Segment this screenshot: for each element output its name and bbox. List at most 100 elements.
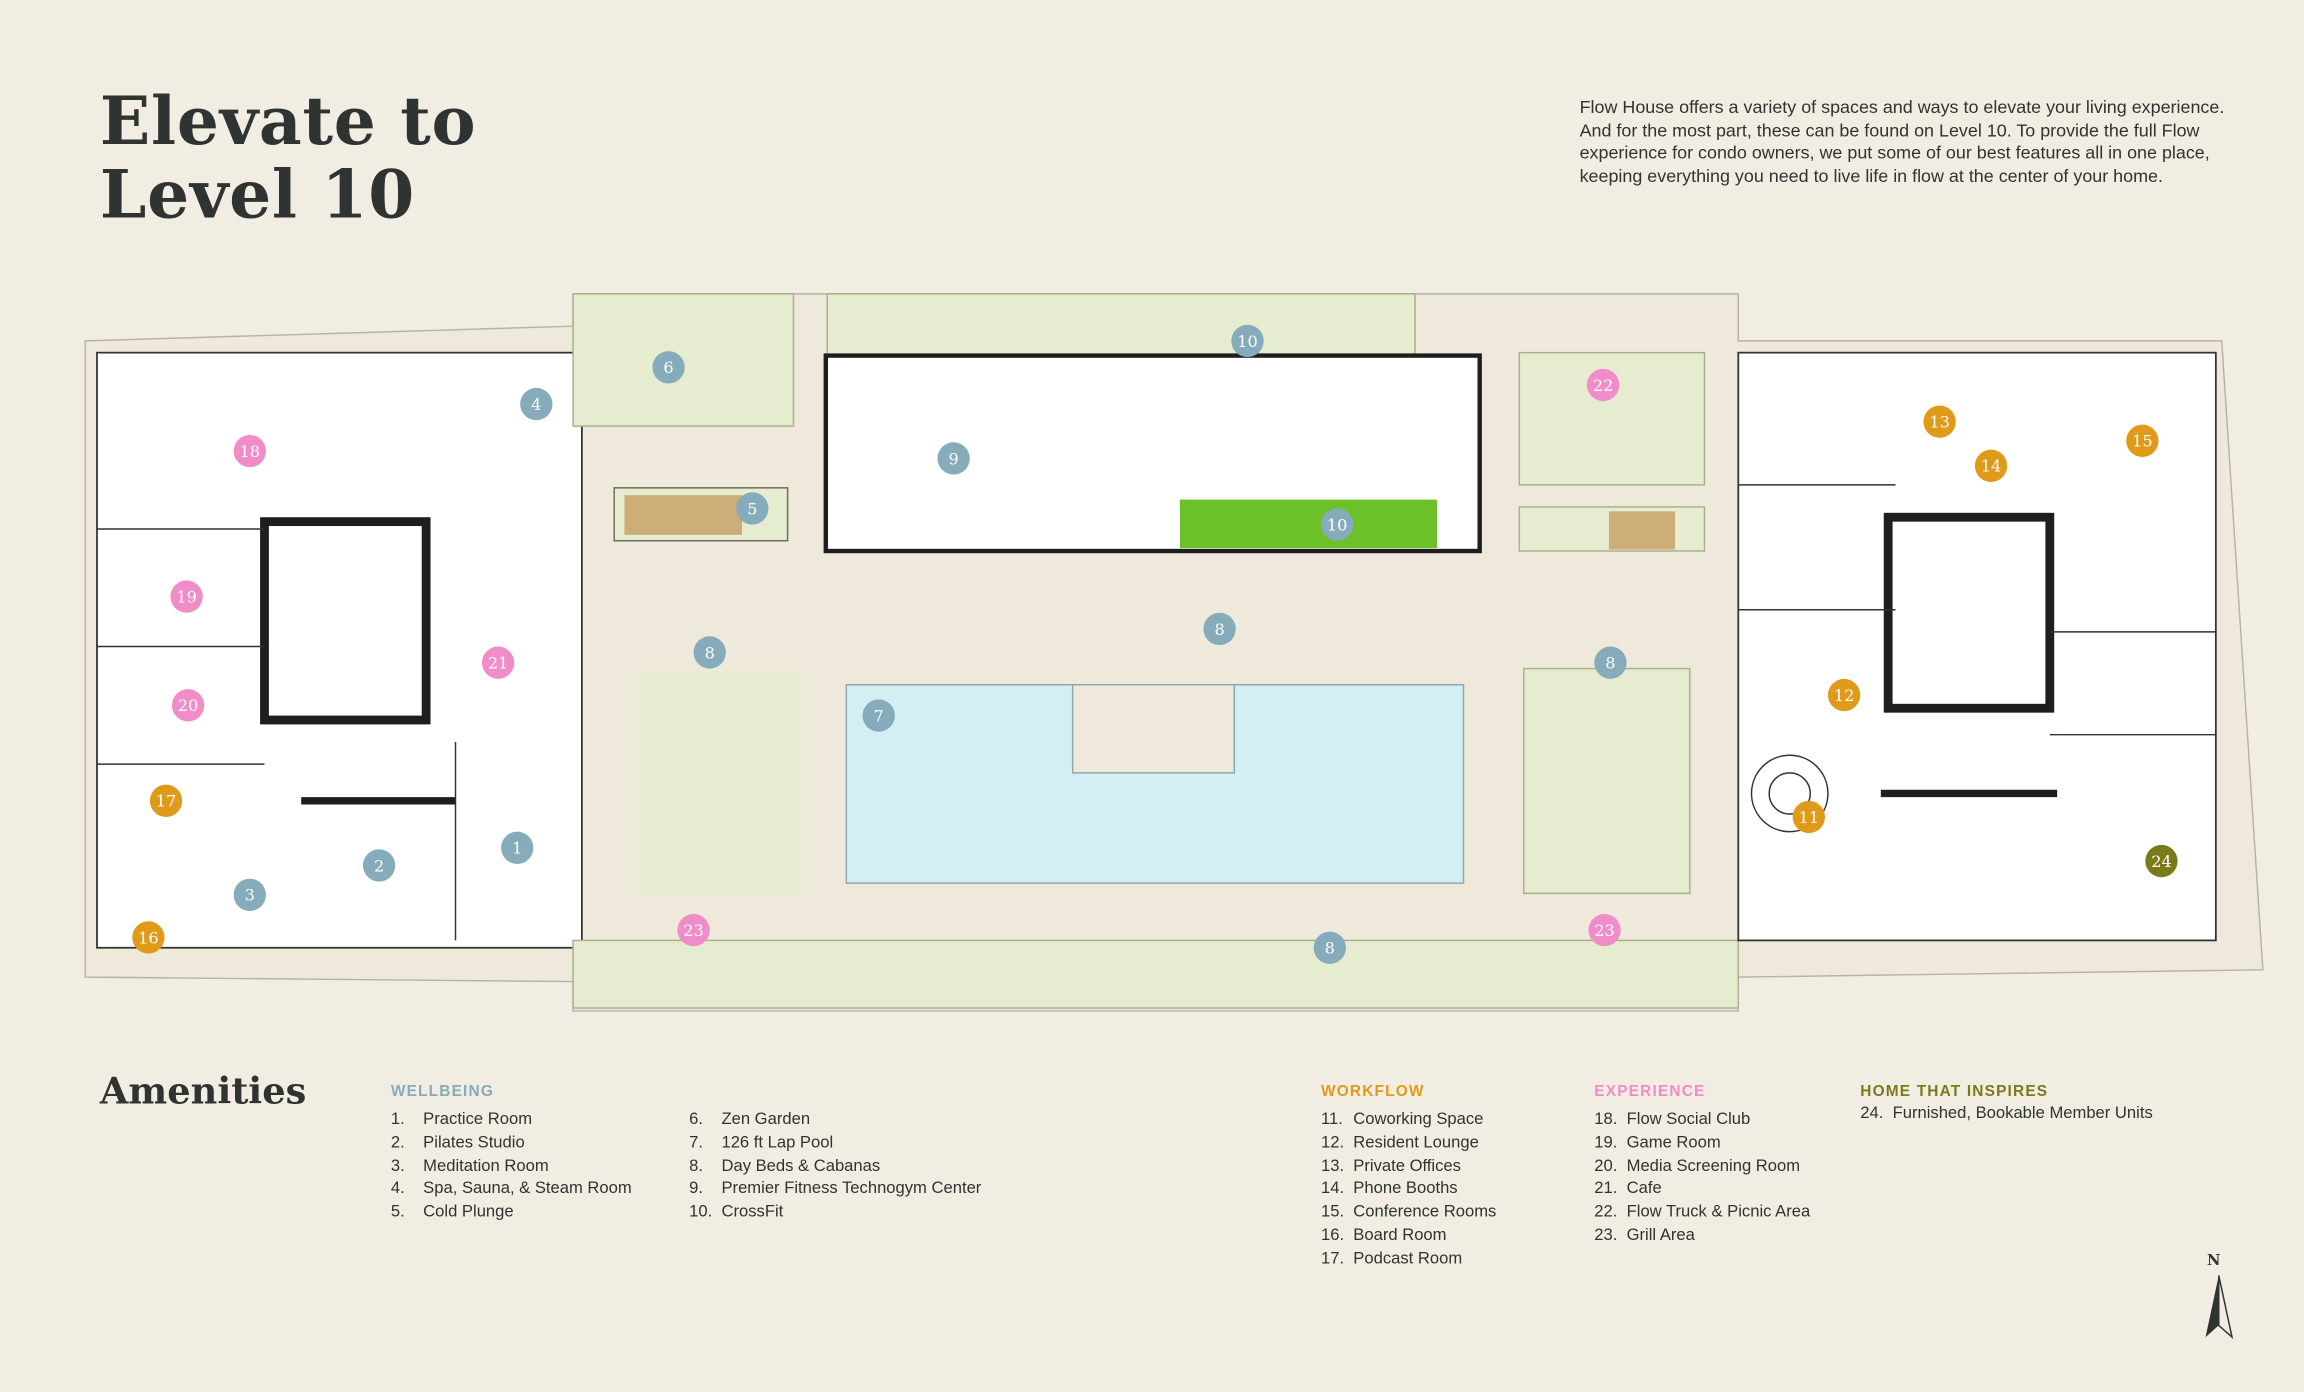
marker-6: 6 [652,351,685,384]
marker-label: 23 [683,921,704,940]
marker-label: 21 [488,654,509,673]
marker-label: 22 [1593,376,1614,395]
legend-item-number: 2. [390,1134,405,1152]
marker-label: 2 [374,856,384,875]
intro-description: Flow House offers a variety of spaces an… [1579,96,2225,187]
legend-item-label: Phone Booths [1353,1180,1458,1199]
marker-circle [1203,612,1236,646]
marker-label: 9 [948,449,958,468]
marker-17: 17 [149,784,183,817]
marker-label: 12 [1834,686,1855,705]
marker-9: 9 [937,442,970,475]
legend-item-label: 126 ft Lap Pool [721,1134,834,1152]
legend-item-label: Board Room [1353,1226,1447,1245]
title-line-2: Level 10 [99,155,416,234]
marker-15: 15 [2126,424,2159,457]
marker-label: 24 [2151,852,2172,871]
marker-label: 19 [176,587,197,606]
marker-label: 1 [512,839,522,858]
legend-item-label: Zen Garden [721,1110,811,1129]
marker-8: 8 [693,636,726,669]
legend-item-number: 11. [1320,1110,1343,1129]
marker-circle [937,442,970,475]
legend-item-number: 12. [1320,1134,1345,1152]
marker-label: 13 [1929,413,1950,432]
marker-label: 6 [663,358,673,377]
marker-20: 20 [171,689,205,722]
legend-item-number: 8. [689,1157,703,1175]
marker-circle [481,646,515,679]
marker-circle [736,492,769,525]
legend-item-label: Coworking Space [1353,1110,1484,1129]
legend-item-number: 13. [1320,1157,1345,1175]
marker-23: 23 [677,913,710,947]
page-title: Elevate to Level 10 [99,84,476,234]
marker-circle [693,636,726,669]
marker-label: 23 [1594,921,1615,940]
legend-item-label: Flow Truck & Picnic Area [1626,1203,1811,1222]
marker-label: 8 [1325,939,1335,958]
marker-21: 21 [481,646,515,679]
marker-circle [1320,508,1354,541]
marker-label: 7 [874,706,884,725]
legend-item-number: 10. [689,1203,713,1222]
amenities-heading: Amenities [99,1069,307,1113]
marker-label: 10 [1327,515,1348,534]
daybeds-west [634,668,804,897]
marker-10: 10 [1231,324,1264,358]
marker-circle [520,387,553,421]
legend-item-number: 1. [390,1110,405,1129]
marker-label: 15 [2132,432,2153,451]
marker-circle [862,699,895,732]
legend-item-number: 6. [689,1110,703,1129]
marker-circle [171,689,205,722]
marker-label: 11 [1799,808,1820,827]
legend-item-label: Pilates Studio [423,1134,525,1152]
marker-16: 16 [132,921,165,954]
marker-7: 7 [862,699,895,732]
marker-22: 22 [1586,368,1620,402]
marker-label: 8 [705,643,715,662]
marker-circle [1594,646,1627,679]
marker-circle [1313,931,1346,964]
legend-item-number: 16. [1320,1226,1345,1245]
marker-8: 8 [1594,646,1627,679]
category-heading-wellbeing: WELLBEING [390,1082,495,1101]
east-core [1883,512,2055,713]
marker-3: 3 [233,878,266,912]
zen-garden-area [572,293,795,427]
marker-8: 8 [1313,931,1346,964]
marker-circle [170,580,203,613]
legend-item-label: Furnished, Bookable Member Units [1892,1104,2153,1123]
category-heading-experience: EXPERIENCE [1594,1082,1706,1101]
legend-item-label: Premier Fitness Technogym Center [721,1180,982,1199]
legend-item-label: Cafe [1626,1180,1662,1199]
compass-label: N [2207,1253,2221,1270]
legend-item-label: Private Offices [1353,1157,1461,1175]
marker-circle [652,351,685,384]
legend-item-number: 14. [1320,1180,1345,1199]
map-markers: 1234567888891010111213141516171819202122… [132,324,2178,964]
marker-24: 24 [2145,844,2178,878]
marker-13: 13 [1923,405,1956,438]
marker-19: 19 [170,580,203,613]
marker-8: 8 [1203,612,1236,646]
marker-label: 14 [1981,457,2002,476]
legend-item-number: 21. [1594,1180,1618,1199]
daybeds-east [1523,667,1691,895]
marker-10: 10 [1320,508,1354,541]
marker-circle [1974,449,2008,482]
legend-item-label: Spa, Sauna, & Steam Room [423,1180,632,1199]
west-core [260,517,431,725]
marker-circle [1827,678,1861,712]
legend-item-number: 20. [1594,1157,1618,1175]
legend-item-label: Day Beds & Cabanas [721,1157,881,1175]
marker-circle [1586,368,1620,402]
legend-item-number: 23. [1594,1226,1618,1245]
legend-item-label: Cold Plunge [423,1203,514,1222]
legend-item-number: 22. [1594,1203,1618,1222]
legend-item-number: 7. [689,1134,703,1152]
legend-item-label: Flow Social Club [1626,1110,1751,1129]
marker-12: 12 [1827,678,1861,712]
